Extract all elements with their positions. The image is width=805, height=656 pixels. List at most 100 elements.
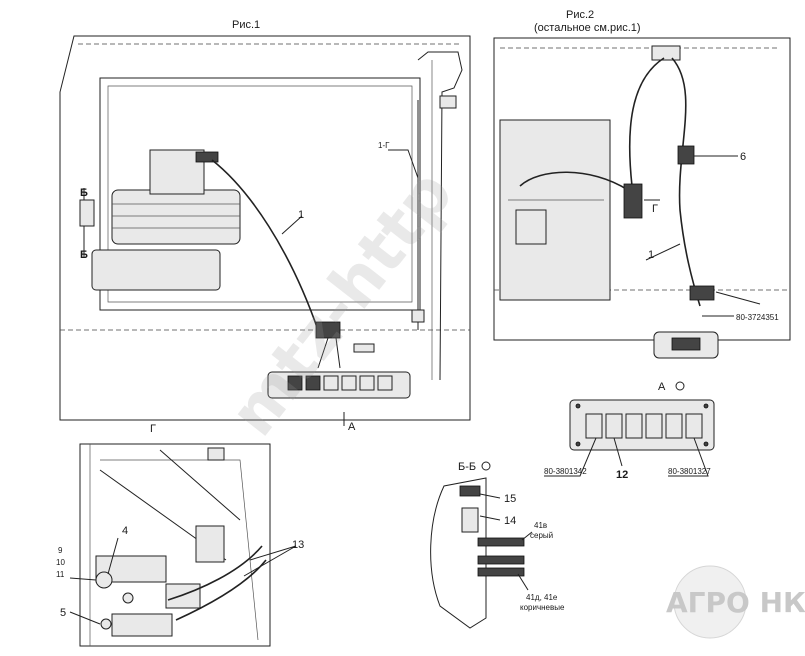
lower-connector <box>689 285 715 301</box>
fig2-connector <box>623 183 643 219</box>
section-bb: Б-Б 15 14 41в серый 41д, 41е коричневые <box>430 461 565 629</box>
switch-key <box>645 413 663 439</box>
view-a-arrow-label: А <box>348 421 356 433</box>
fig2-fuse-block <box>515 209 547 245</box>
leader-14 <box>479 515 501 521</box>
wire-41v <box>477 537 525 547</box>
heater-motor <box>149 149 205 195</box>
switch-key <box>625 413 643 439</box>
view-g: Г 13 4 9 10 11 5 <box>56 423 304 647</box>
switch-keys-view-a <box>585 413 703 439</box>
roof-clamp <box>651 45 681 61</box>
view-g-title: Г <box>150 423 156 435</box>
connector-block <box>165 583 201 609</box>
switch-key <box>359 375 375 391</box>
view-a-title: А <box>658 381 666 393</box>
leader-12 <box>613 437 623 467</box>
switch-key <box>585 413 603 439</box>
callout-1: 1 <box>298 209 304 221</box>
switch-key <box>377 375 393 391</box>
wire-41d <box>477 555 525 565</box>
leader-1-fig2 <box>645 243 681 261</box>
screw <box>575 441 581 447</box>
agro-logo-circle <box>673 565 747 639</box>
leader-9-11 <box>69 577 97 581</box>
wire-41d-label: 41д, 41е <box>526 593 558 602</box>
switch-key <box>665 413 683 439</box>
pn-80-3801327: 80-3801327 <box>668 467 711 476</box>
wire-41v-color: серый <box>530 531 553 540</box>
heater-fins <box>112 203 240 229</box>
bracket-bb <box>79 199 95 227</box>
window-glass <box>107 85 413 303</box>
fig2-title: Рис.2 <box>566 9 594 21</box>
callout-9: 9 <box>58 546 63 555</box>
callout-11: 11 <box>56 570 65 579</box>
callout-10: 10 <box>56 558 65 567</box>
grommet <box>95 571 113 589</box>
section-bb-title: Б-Б <box>458 461 476 473</box>
screw <box>703 403 709 409</box>
section-bb-marker <box>481 461 491 471</box>
switch-key <box>605 413 623 439</box>
right-pillar <box>417 51 463 381</box>
harness-left-branch <box>628 57 665 187</box>
switch-key <box>323 375 339 391</box>
wire-tail <box>715 291 761 305</box>
relay-block <box>195 525 225 563</box>
wire-41v-label: 41в <box>534 521 547 530</box>
callout-b-upper: Б <box>80 187 88 199</box>
view-a-marker <box>675 381 685 391</box>
heater-unit <box>111 189 241 245</box>
leader-41d <box>517 573 529 591</box>
fig2-cab-outline <box>493 37 791 341</box>
callout-5: 5 <box>60 607 66 619</box>
switch-key <box>305 375 321 391</box>
switch-key <box>341 375 357 391</box>
clamp-6 <box>677 145 695 165</box>
cab-outline <box>59 35 471 421</box>
harness-right-branch <box>671 57 701 307</box>
screw <box>575 403 581 409</box>
view-a: А 80-3801342 12 80-3801327 <box>544 381 715 481</box>
harness-clip <box>411 309 425 323</box>
figure-2: Рис.2 (остальное см.рис.1) 6 Г 1 80-3724… <box>493 9 791 359</box>
switch-keys-fig1 <box>287 375 393 391</box>
callout-14: 14 <box>504 515 516 527</box>
fig2-subtitle: (остальное см.рис.1) <box>534 22 641 34</box>
fig1-title: Рис.1 <box>232 19 260 31</box>
heater-base <box>91 249 221 291</box>
screw-mount <box>100 618 112 630</box>
terminal-block <box>111 613 173 637</box>
callout-4: 4 <box>122 525 128 537</box>
callout-6: 6 <box>740 151 746 163</box>
pn-80-3724351: 80-3724351 <box>736 313 779 322</box>
leader-3801327 <box>668 437 709 477</box>
harness-to-heater <box>519 171 629 191</box>
callout-1-fig2: 1 <box>648 249 654 261</box>
pn-80-3801342: 80-3801342 <box>544 467 587 476</box>
callout-13: 13 <box>292 539 304 551</box>
view-g-panel <box>89 444 259 646</box>
leader-41v <box>521 531 533 541</box>
screw <box>703 441 709 447</box>
agro-logo-text: АГРО НКА <box>666 586 805 619</box>
lamp-lens <box>671 337 701 351</box>
motor-connector <box>195 151 219 163</box>
leader-15 <box>479 493 501 499</box>
leader-1 <box>281 215 303 235</box>
clip-15 <box>459 485 481 497</box>
screw-mount <box>122 592 134 604</box>
mount-14 <box>461 507 479 533</box>
callout-b-lower: Б <box>80 249 88 261</box>
pillar-clamp <box>439 95 457 109</box>
callout-1g: 1-Г <box>378 141 390 150</box>
leader-3801342 <box>544 437 597 477</box>
switch-key <box>685 413 703 439</box>
leader-1g <box>388 149 419 179</box>
harness-1 <box>211 159 319 331</box>
view-g-plate <box>207 447 225 461</box>
leader-4 <box>107 537 119 575</box>
watermark-text: mtz-http <box>216 157 467 450</box>
